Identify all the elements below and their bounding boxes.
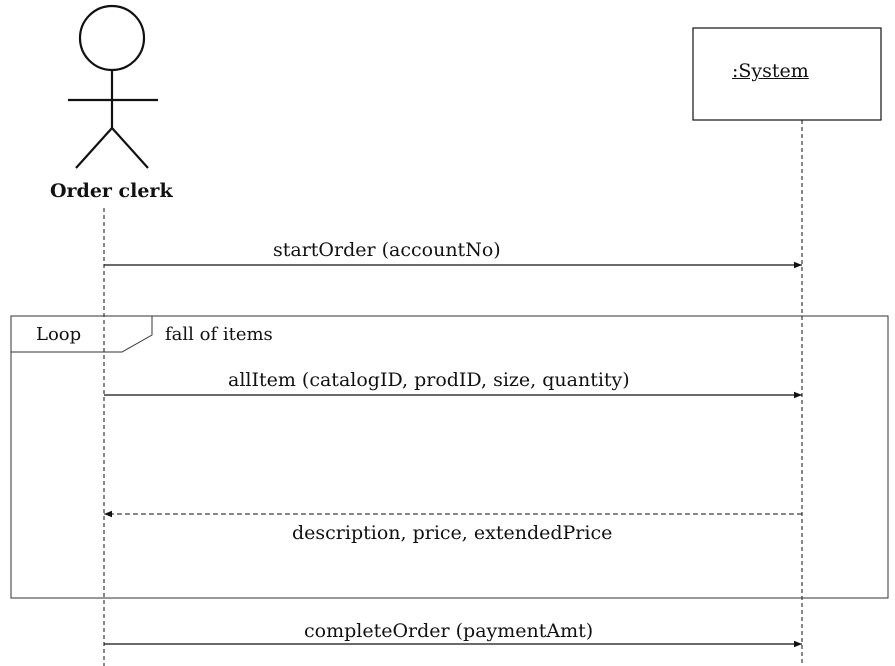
message-label-complete-order: completeOrder (paymentAmt): [304, 620, 594, 642]
system-object-label: :System: [732, 60, 809, 82]
actor-name-label: Order clerk: [50, 180, 173, 202]
return-label-description: description, price, extendedPrice: [292, 522, 613, 544]
actor-stick-figure-icon: [68, 4, 158, 169]
actor-right-leg: [111, 127, 149, 169]
loop-frame: [10, 315, 889, 599]
system-object-box: [692, 27, 882, 121]
loop-frame-keyword: Loop: [36, 324, 82, 345]
message-label-start-order: startOrder (accountNo): [273, 239, 501, 261]
actor-left-leg: [75, 127, 113, 169]
actor-head: [78, 4, 146, 72]
message-label-all-item: allItem (catalogID, prodID, size, quanti…: [228, 369, 630, 391]
loop-frame-tab: [11, 316, 153, 353]
loop-frame-guard: fall of items: [165, 324, 273, 345]
